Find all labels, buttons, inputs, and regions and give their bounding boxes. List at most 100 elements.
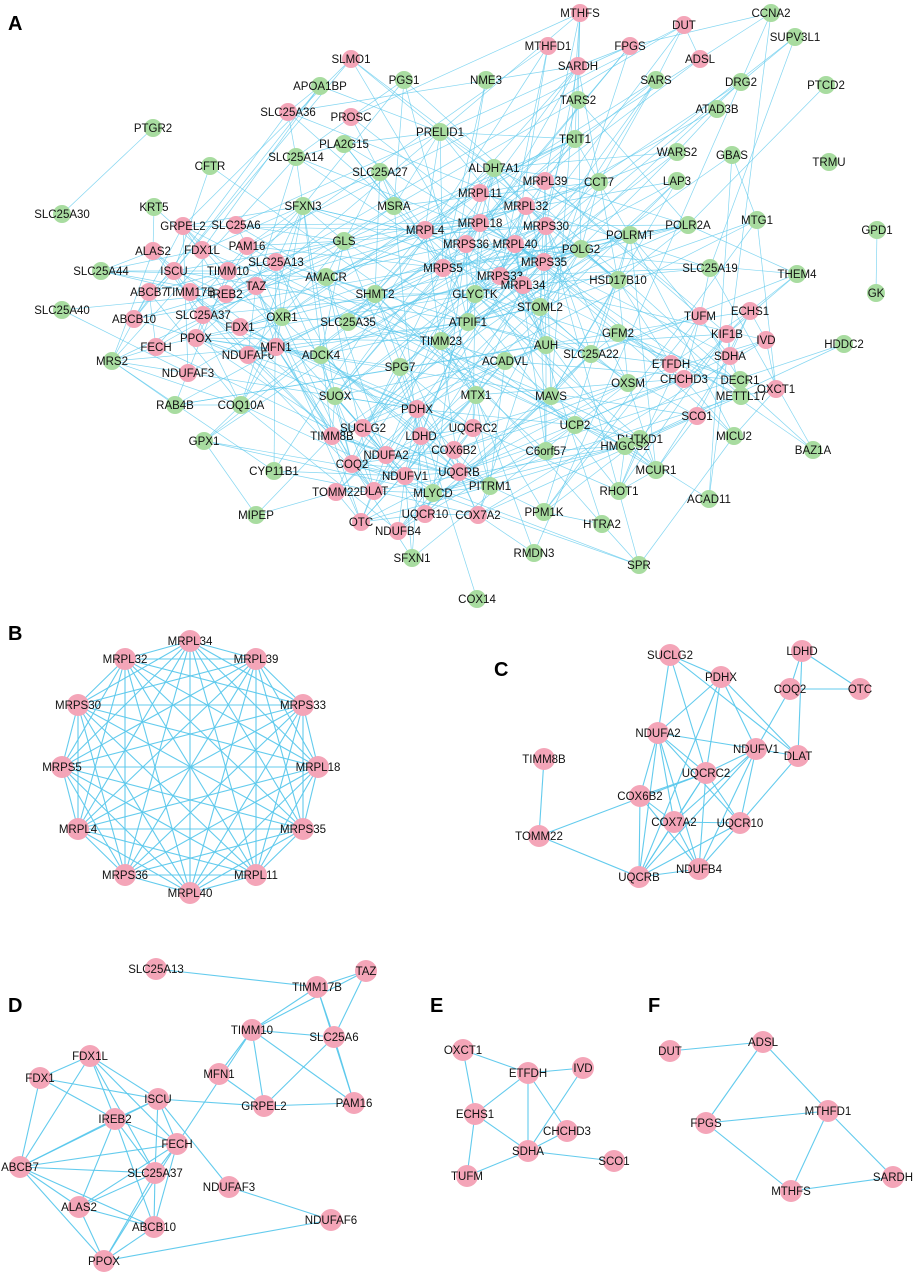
node-a-apoa1bp: APOA1BP bbox=[293, 77, 347, 95]
node-a-sars: SARS bbox=[640, 71, 672, 89]
edge-a-GLS-FECH bbox=[155, 240, 345, 348]
node-a-amacr: AMACR bbox=[305, 268, 347, 286]
node-c-cox6b2: COX6B2 bbox=[617, 785, 663, 807]
node-circle bbox=[408, 400, 426, 418]
node-label: ABCB10 bbox=[112, 314, 156, 326]
edge-a-GRPEL2-UCP2 bbox=[182, 225, 576, 426]
node-label: GLS bbox=[332, 236, 355, 248]
edge-a-PTCD2-POLR2A bbox=[687, 84, 827, 226]
node-label: FECH bbox=[161, 1139, 192, 1151]
node-circle bbox=[721, 347, 739, 365]
node-circle bbox=[343, 1092, 365, 1114]
node-label: PAM16 bbox=[229, 241, 266, 253]
node-label: GK bbox=[868, 288, 885, 300]
edge-a-CCT7-MSRA bbox=[393, 181, 600, 207]
node-a-msra: MSRA bbox=[377, 197, 411, 215]
edge-a-COX7A2-RMDN3 bbox=[477, 514, 535, 554]
node-d-fdx1: FDX1 bbox=[25, 1067, 55, 1089]
edge-a-PRELID1-MSRA bbox=[393, 131, 441, 207]
edge-a-CHCHD3-MICU2 bbox=[683, 378, 735, 437]
edge-d-SLC25A13-TIMM17B bbox=[155, 968, 318, 988]
node-a-prosc: PROSC bbox=[331, 108, 371, 126]
node-label: MRPL34 bbox=[168, 636, 213, 648]
node-a-fech: FECH bbox=[140, 338, 172, 356]
node-circle bbox=[745, 738, 767, 760]
node-circle bbox=[247, 277, 265, 295]
edge-a-CYP11B1-DLAT bbox=[273, 470, 375, 492]
edge-d-ABCB7-ALAS2 bbox=[19, 1166, 80, 1208]
node-a-pla2g15: PLA2G15 bbox=[319, 135, 369, 153]
node-a-oxsm: OXSM bbox=[611, 374, 645, 392]
edge-b-MRPS35-MRPL40 bbox=[189, 828, 304, 894]
node-label: TARS2 bbox=[560, 95, 596, 107]
node-circle bbox=[610, 482, 628, 500]
node-d-fech: FECH bbox=[161, 1133, 193, 1155]
edge-a-MRPS35-SLC25A35 bbox=[347, 261, 545, 323]
node-d-abcb10: ABCB10 bbox=[132, 1216, 176, 1238]
node-d-ndufaf3: NDUFAF3 bbox=[203, 1176, 255, 1198]
node-label: IREB2 bbox=[209, 289, 242, 301]
edge-a-MRPL4-STOML2 bbox=[424, 229, 541, 308]
edge-e-SDHA-SCO1 bbox=[527, 1150, 615, 1162]
node-label: MTHFS bbox=[771, 1186, 811, 1198]
node-circle bbox=[572, 240, 590, 258]
node-circle bbox=[481, 477, 499, 495]
node-label: THEM4 bbox=[778, 269, 818, 281]
node-label: TIMM10 bbox=[207, 266, 249, 278]
node-label: TRIT1 bbox=[559, 134, 591, 146]
node-circle bbox=[517, 1062, 539, 1084]
node-circle bbox=[68, 1196, 90, 1218]
node-a-slc25a19: SLC25A19 bbox=[682, 259, 738, 277]
node-circle bbox=[279, 103, 297, 121]
node-b-mrps36: MRPS36 bbox=[102, 864, 148, 886]
edge-a-MTHFS-PROSC bbox=[350, 12, 581, 118]
node-a-glyctk: GLYCTK bbox=[452, 285, 498, 303]
node-circle bbox=[452, 1039, 474, 1061]
node-circle bbox=[593, 515, 611, 533]
edge-a-DLAT-MLYCD bbox=[373, 490, 434, 494]
node-d-fdx1l: FDX1L bbox=[72, 1045, 108, 1067]
node-circle bbox=[542, 387, 560, 405]
node-circle bbox=[468, 590, 486, 608]
node-a-slc25a36: SLC25A36 bbox=[260, 103, 316, 121]
node-label: CFTR bbox=[195, 161, 226, 173]
edge-f-FPGS-MTHFD1 bbox=[705, 1110, 829, 1124]
node-circle bbox=[469, 506, 487, 524]
node-label: MAVS bbox=[535, 391, 567, 403]
node-circle bbox=[817, 76, 835, 94]
edge-a-MAVS-UQCR10 bbox=[424, 395, 552, 515]
edge-a-CHCHD3-OXSM bbox=[627, 378, 685, 384]
node-label: KRT5 bbox=[139, 202, 168, 214]
edge-a-MRPS30-SUCLG2 bbox=[362, 225, 547, 429]
node-a-lap3: LAP3 bbox=[663, 172, 691, 190]
node-a-decr1: DECR1 bbox=[721, 371, 759, 389]
edge-a-TARS2-MRPL34 bbox=[522, 99, 579, 286]
panel-b-label: B bbox=[8, 623, 22, 645]
node-label: HSD17B10 bbox=[589, 275, 647, 287]
node-a-trit1: TRIT1 bbox=[559, 130, 591, 148]
node-label: TIMM17B bbox=[165, 287, 215, 299]
edge-a-MSRA-UQCR10 bbox=[393, 205, 426, 515]
node-label: PGS1 bbox=[389, 75, 420, 87]
node-c-pdhx: PDHX bbox=[705, 666, 737, 688]
node-label: COQ10A bbox=[218, 400, 265, 412]
node-circle bbox=[67, 694, 89, 716]
edge-a-LDHD-SFXN1 bbox=[411, 435, 422, 559]
node-circle bbox=[701, 259, 719, 277]
edge-c-NDUFA2-COX7A2 bbox=[657, 732, 675, 823]
node-c-uqcr10: UQCR10 bbox=[717, 812, 763, 834]
node-d-timm10: TIMM10 bbox=[231, 1019, 273, 1041]
edge-a-TIMM17B-NDUFA2 bbox=[189, 291, 387, 456]
edge-a-GBAS-ACAD11 bbox=[708, 154, 733, 500]
node-a-grpel2: GRPEL2 bbox=[160, 217, 206, 235]
edge-a-CCT7-MRPL32 bbox=[525, 181, 600, 207]
node-circle bbox=[491, 267, 509, 285]
node-a-mrpl18: MRPL18 bbox=[458, 214, 502, 232]
node-circle bbox=[459, 313, 477, 331]
node-label: UQCRC2 bbox=[449, 423, 498, 435]
node-c-dlat: DLAT bbox=[784, 745, 812, 767]
node-label: PDHX bbox=[401, 404, 433, 416]
node-a-ndufb4: NDUFB4 bbox=[375, 522, 422, 540]
node-label: SARS bbox=[640, 75, 672, 87]
node-label: ABCB7 bbox=[1, 1162, 39, 1174]
